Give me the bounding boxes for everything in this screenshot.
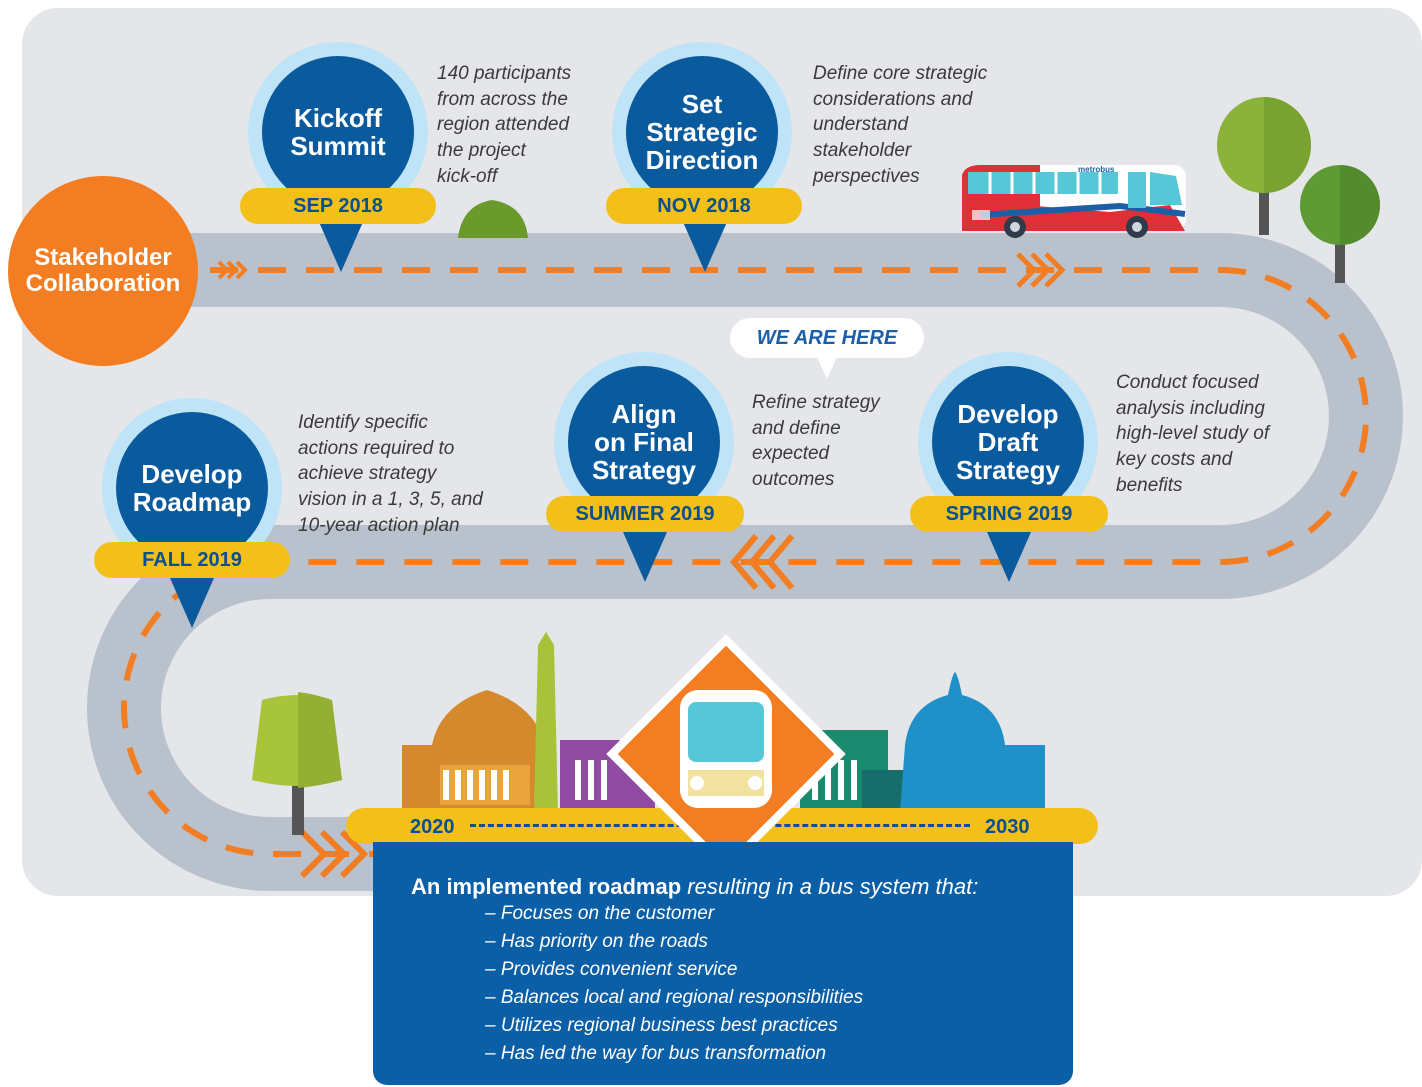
callout-pointer xyxy=(817,357,837,379)
timeline-start: 2020 xyxy=(410,816,455,838)
outcome-list: – Focuses on the customer – Has priority… xyxy=(485,900,863,1068)
milestone-title: Kickoff Summit xyxy=(290,102,386,161)
we-are-here-callout: WE ARE HERE xyxy=(730,318,924,358)
pin-pointer xyxy=(683,222,727,272)
metrobus-icon xyxy=(962,165,1186,238)
outcome-item: – Has priority on the roads xyxy=(485,931,708,952)
bus-diamond-overlay xyxy=(606,634,846,874)
road-center-dash xyxy=(121,267,1369,857)
we-are-here-text: WE ARE HERE xyxy=(756,326,898,349)
chevron-icon xyxy=(1016,252,1066,288)
stakeholder-label: Stakeholder Collaboration xyxy=(25,244,181,297)
stakeholder-circle: Stakeholder Collaboration xyxy=(8,176,198,366)
pin-pointer xyxy=(987,532,1031,582)
milestone-date: SPRING 2019 xyxy=(910,496,1108,532)
chevron-icon xyxy=(299,829,369,879)
city-skyline xyxy=(402,632,1045,812)
bus-brand-text: metrobus xyxy=(1078,165,1115,174)
pin-pointer xyxy=(623,532,667,582)
outcome-item: – Has led the way for bus transformation xyxy=(485,1043,827,1064)
milestone-title: Develop Roadmap xyxy=(132,458,252,517)
milestone-date: SUMMER 2019 xyxy=(546,496,744,532)
bush-icon xyxy=(458,200,528,238)
outcome-item: – Balances local and regional responsibi… xyxy=(485,987,864,1008)
milestone-title: Develop Draft Strategy xyxy=(955,398,1061,486)
outcome-heading-line: An implemented roadmap resulting in a bu… xyxy=(411,874,978,900)
milestone-date: FALL 2019 xyxy=(94,542,290,578)
tree-icon xyxy=(1300,165,1380,283)
chevron-icon xyxy=(217,260,248,280)
milestone-date: NOV 2018 xyxy=(606,188,802,224)
milestone-date: SEP 2018 xyxy=(240,188,436,224)
milestone-description: Identify specific actions required to ac… xyxy=(298,412,483,536)
outcome-item: – Utilizes regional business best practi… xyxy=(485,1015,838,1036)
milestone-description: Refine strategy and define expected outc… xyxy=(752,392,880,490)
milestone-description: Conduct focused analysis including high-… xyxy=(1116,372,1270,496)
tree-icon xyxy=(1217,97,1311,235)
milestone-title: Align on Final Strategy xyxy=(591,398,697,486)
chevron-icon xyxy=(730,534,795,590)
milestone-description: 140 participants from across the region … xyxy=(437,63,572,187)
pin-pointer xyxy=(170,578,214,628)
milestone-description: Define core strategic considerations and… xyxy=(813,63,988,187)
milestone-title: Set Strategic Direction xyxy=(645,88,759,176)
outcome-item: – Focuses on the customer xyxy=(485,903,715,924)
outcome-item: – Provides convenient service xyxy=(485,959,738,980)
outcome-heading: An implemented roadmap xyxy=(411,874,682,899)
pin-pointer xyxy=(319,222,363,272)
outcome-heading-suffix: resulting in a bus system that: xyxy=(687,874,979,899)
outcome-box: An implemented roadmap resulting in a bu… xyxy=(373,842,1073,1085)
tree-icon xyxy=(252,692,342,835)
timeline-end: 2030 xyxy=(985,816,1030,838)
